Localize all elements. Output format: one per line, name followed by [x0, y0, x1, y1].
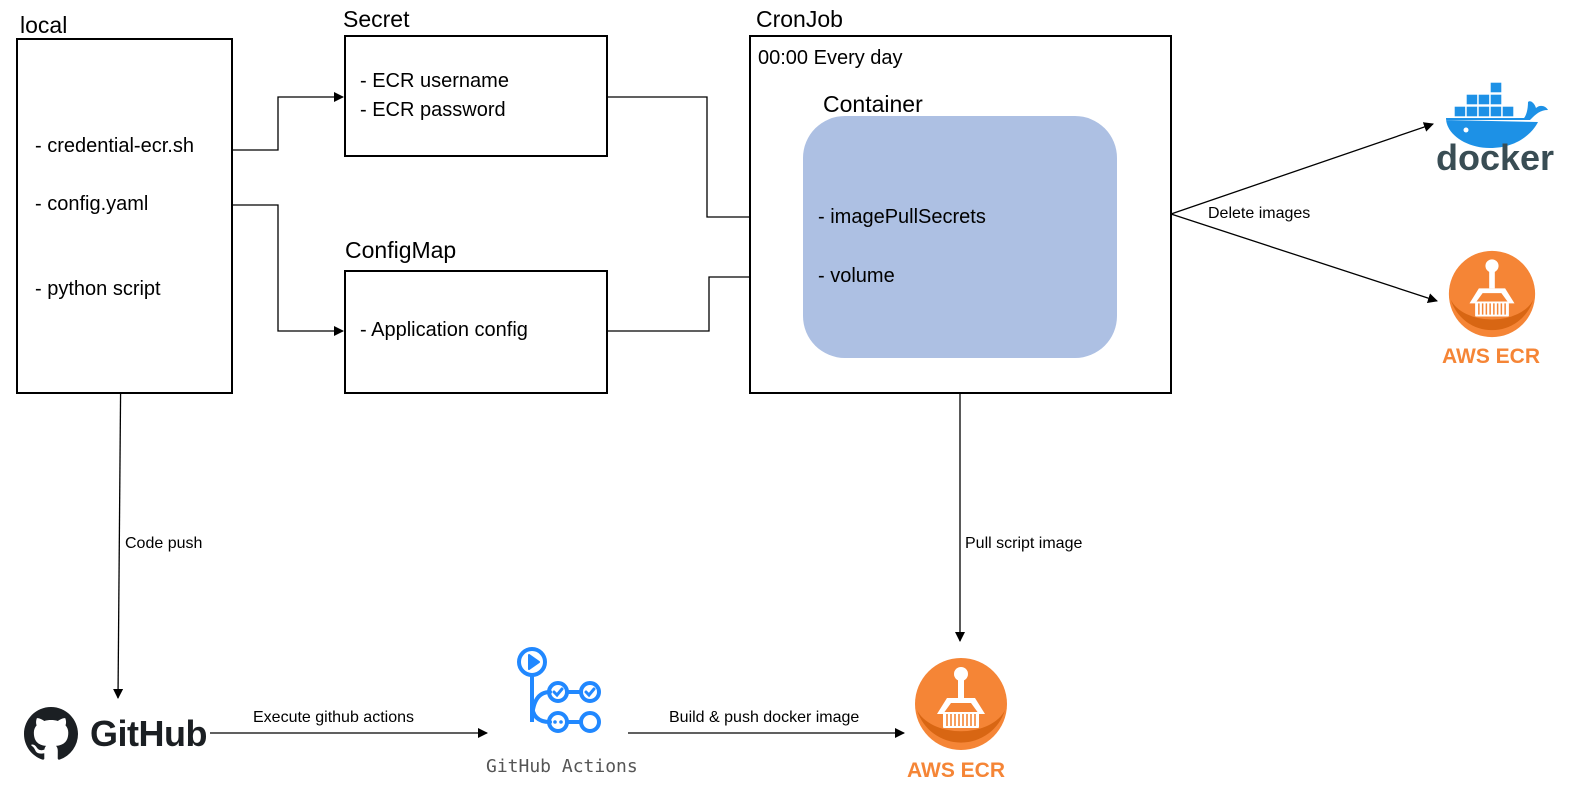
- aws-ecr-right-label: AWS ECR: [1442, 345, 1541, 368]
- build-push-label: Build & push docker image: [669, 709, 860, 726]
- delete-docker-arrow: [1170, 122, 1434, 215]
- local-box: [16, 38, 233, 394]
- configmap-title: ConfigMap: [345, 237, 457, 263]
- code-push-label: Code push: [125, 535, 203, 552]
- secret-title: Secret: [343, 6, 410, 32]
- container-title: Container: [823, 91, 923, 117]
- secret-item-password: - ECR password: [360, 99, 506, 121]
- container-box: [803, 116, 1117, 358]
- github-actions-label: GitHub Actions: [486, 756, 638, 777]
- secret-box: [344, 35, 608, 157]
- docker-whale-icon: [1446, 81, 1548, 148]
- local-item-python: - python script: [35, 278, 161, 300]
- configmap-box: [344, 270, 608, 394]
- configmap-item-appconfig: - Application config: [360, 319, 528, 341]
- github-wordmark: GitHub: [90, 713, 207, 754]
- cronjob-title: CronJob: [756, 6, 843, 32]
- pull-image-label: Pull script image: [965, 535, 1083, 552]
- container-item-imagepullsecrets: - imagePullSecrets: [818, 206, 986, 228]
- secret-item-username: - ECR username: [360, 70, 509, 92]
- config-to-configmap-arrow: [210, 204, 344, 336]
- execute-actions-label: Execute github actions: [253, 709, 414, 726]
- delete-ecr-arrow: [1170, 213, 1438, 303]
- docker-wordmark: docker: [1436, 137, 1555, 178]
- github-mark-icon: [24, 707, 78, 760]
- aws-ecr-bottom-label: AWS ECR: [907, 759, 1006, 782]
- github-actions-icon: [517, 647, 601, 733]
- aws-ecr-bottom-icon: [915, 658, 1007, 750]
- aws-ecr-right-icon: [1448, 250, 1536, 338]
- local-title: local: [20, 12, 68, 38]
- local-item-config: - config.yaml: [35, 193, 149, 215]
- code-push-arrow: [113, 342, 124, 699]
- delete-images-label: Delete images: [1208, 205, 1311, 222]
- container-item-volume: - volume: [818, 265, 895, 287]
- local-item-credential: - credential-ecr.sh: [35, 135, 194, 157]
- cronjob-schedule: 00:00 Every day: [758, 47, 903, 69]
- credential-to-secret-arrow: [210, 92, 344, 151]
